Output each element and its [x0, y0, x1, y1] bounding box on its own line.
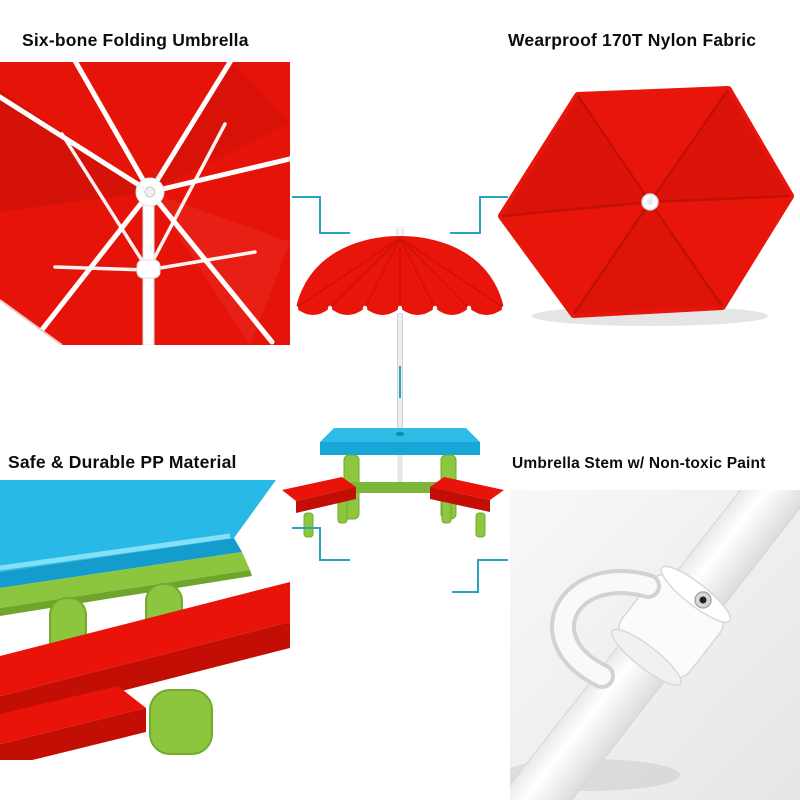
callout-panel-bottom-right	[493, 445, 800, 800]
umbrella-pole	[397, 313, 403, 429]
product-main-view	[280, 225, 520, 558]
callout-label-stem-paint: Umbrella Stem w/ Non-toxic Paint	[512, 455, 766, 472]
callout-panel-top-right	[490, 68, 800, 340]
callout-label-nylon-fabric: Wearproof 170T Nylon Fabric	[508, 30, 757, 50]
table-bench-closeup-image	[0, 480, 290, 768]
clamp-handle	[553, 573, 657, 685]
connector-bottom-right	[452, 559, 508, 593]
umbrella-stretchers	[53, 122, 257, 272]
bench-left	[282, 477, 356, 501]
callout-label-six-bone-umbrella: Six-bone Folding Umbrella	[22, 30, 249, 50]
umbrella-stem-clamp-image	[493, 445, 800, 800]
umbrella-underside-image	[0, 49, 301, 348]
callout-panel-bottom-left	[0, 480, 290, 768]
callout-panel-top-left	[0, 49, 301, 348]
canopy-seams	[501, 89, 791, 315]
bench-right	[430, 477, 504, 500]
callout-label-pp-material: Safe & Durable PP Material	[8, 452, 237, 472]
umbrella-top-view-image	[498, 86, 794, 326]
bench-red-top	[0, 582, 290, 696]
canopy-seams	[295, 237, 505, 309]
bench-foot-green	[149, 689, 213, 755]
canopy-tips	[293, 305, 507, 311]
picnic-table-umbrella-image	[282, 225, 507, 538]
pole-hole	[395, 432, 405, 436]
tabletop-blue	[0, 480, 276, 572]
umbrella-runner	[136, 259, 161, 279]
table-crossbar	[344, 482, 456, 493]
table-apron-green	[0, 552, 250, 608]
bench-red-near	[0, 686, 146, 744]
